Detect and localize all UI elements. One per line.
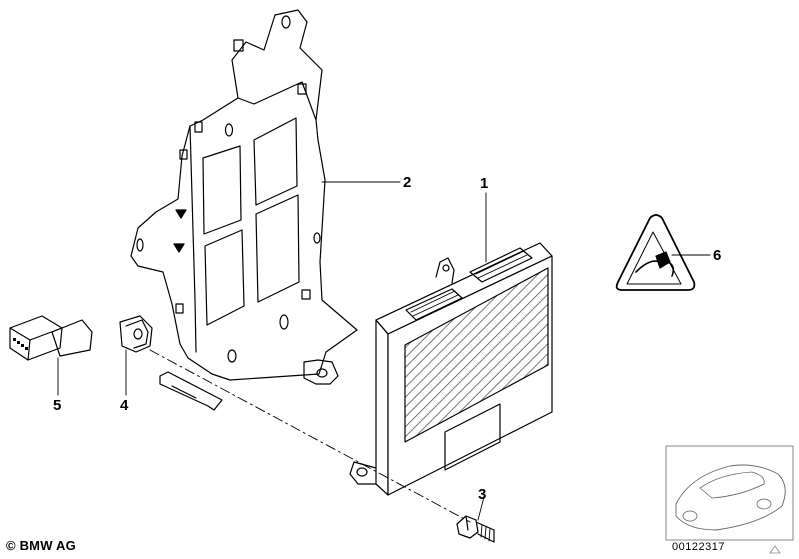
copyright-notice: © BMW AG [6,538,76,553]
clip-part [119,315,153,353]
leader-lines [57,181,711,521]
electrical-hazard-warning-triangle-icon [615,214,696,291]
callout-3: 3 [478,486,487,503]
callout-4: 4 [120,397,129,414]
callout-1: 1 [480,175,489,192]
plug-connector-part [9,315,93,361]
bolt-part [456,515,495,543]
callout-2: 2 [403,174,412,191]
callout-6: 6 [713,247,722,264]
callout-5: 5 [53,397,62,414]
vehicle-location-thumbnail [665,445,794,554]
control-unit-part [349,242,553,496]
diagram-number: 00122317 [672,541,725,553]
mounting-bracket-part [130,9,358,411]
assembly-axis-line [149,349,471,523]
